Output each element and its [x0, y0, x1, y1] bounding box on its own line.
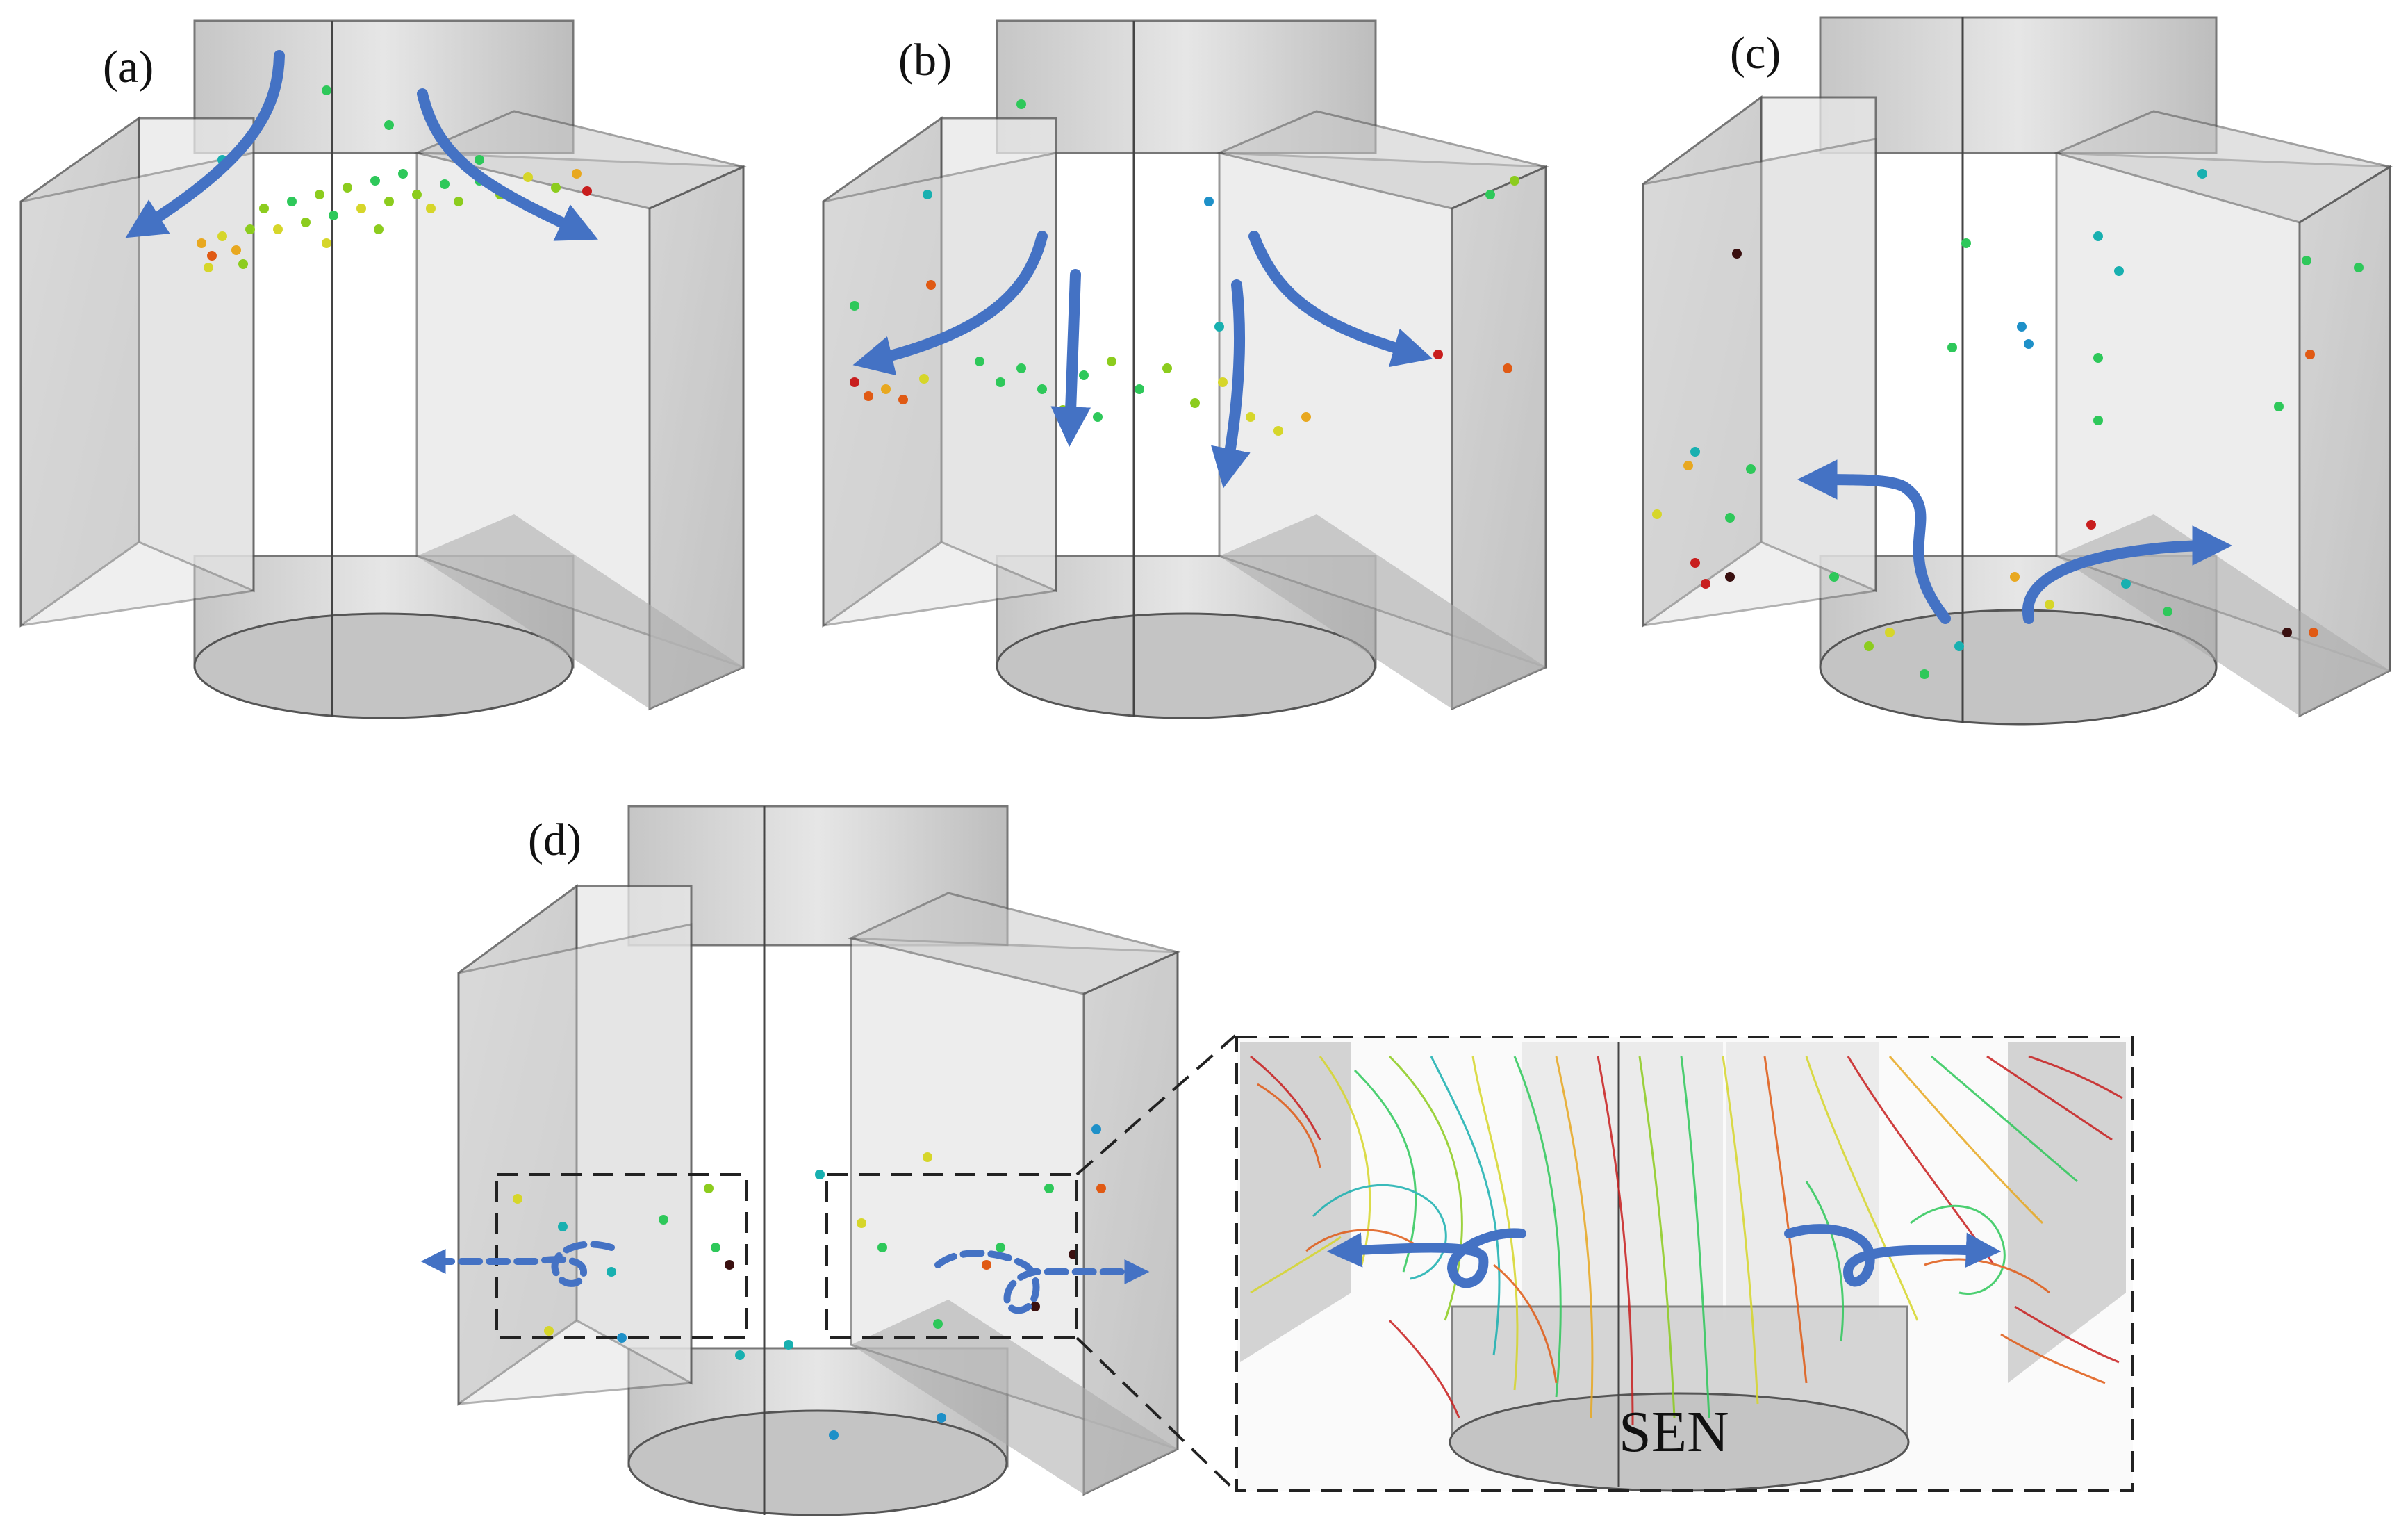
panel-d: (d)	[420, 805, 1181, 1516]
mold-left	[457, 884, 693, 1406]
inset-label-sen: SEN	[1619, 1400, 1729, 1464]
dashed-flow-arrows	[420, 1241, 1150, 1314]
particles	[513, 1124, 1106, 1440]
panel-a: (a)	[19, 19, 747, 719]
sen-nozzle	[193, 19, 575, 719]
inset-panel: SEN	[1235, 1036, 2134, 1492]
panel-label-b: (b)	[898, 35, 952, 85]
mold-right	[848, 892, 1181, 1496]
mold-right	[413, 110, 747, 711]
panel-label-d: (d)	[528, 815, 582, 865]
inset-flow-arrows	[1326, 1224, 2002, 1288]
panel-c: (c)	[1642, 16, 2393, 726]
particles	[850, 99, 1519, 436]
flow-arrows	[1797, 459, 2233, 624]
inset-frame	[1235, 1036, 2134, 1492]
panel-b: (b)	[822, 19, 1549, 719]
mold-left	[1642, 95, 1877, 628]
flow-arrows	[852, 231, 1433, 489]
mold-right	[1216, 110, 1549, 711]
mold-left	[19, 116, 255, 628]
flow-arrows	[125, 50, 598, 241]
panel-label-a: (a)	[103, 42, 154, 92]
zoom-connectors	[1075, 1034, 1237, 1492]
panel-label-c: (c)	[1730, 28, 1781, 79]
mold-right	[2053, 110, 2393, 718]
dashed-zoom-boxes	[495, 1173, 1078, 1339]
